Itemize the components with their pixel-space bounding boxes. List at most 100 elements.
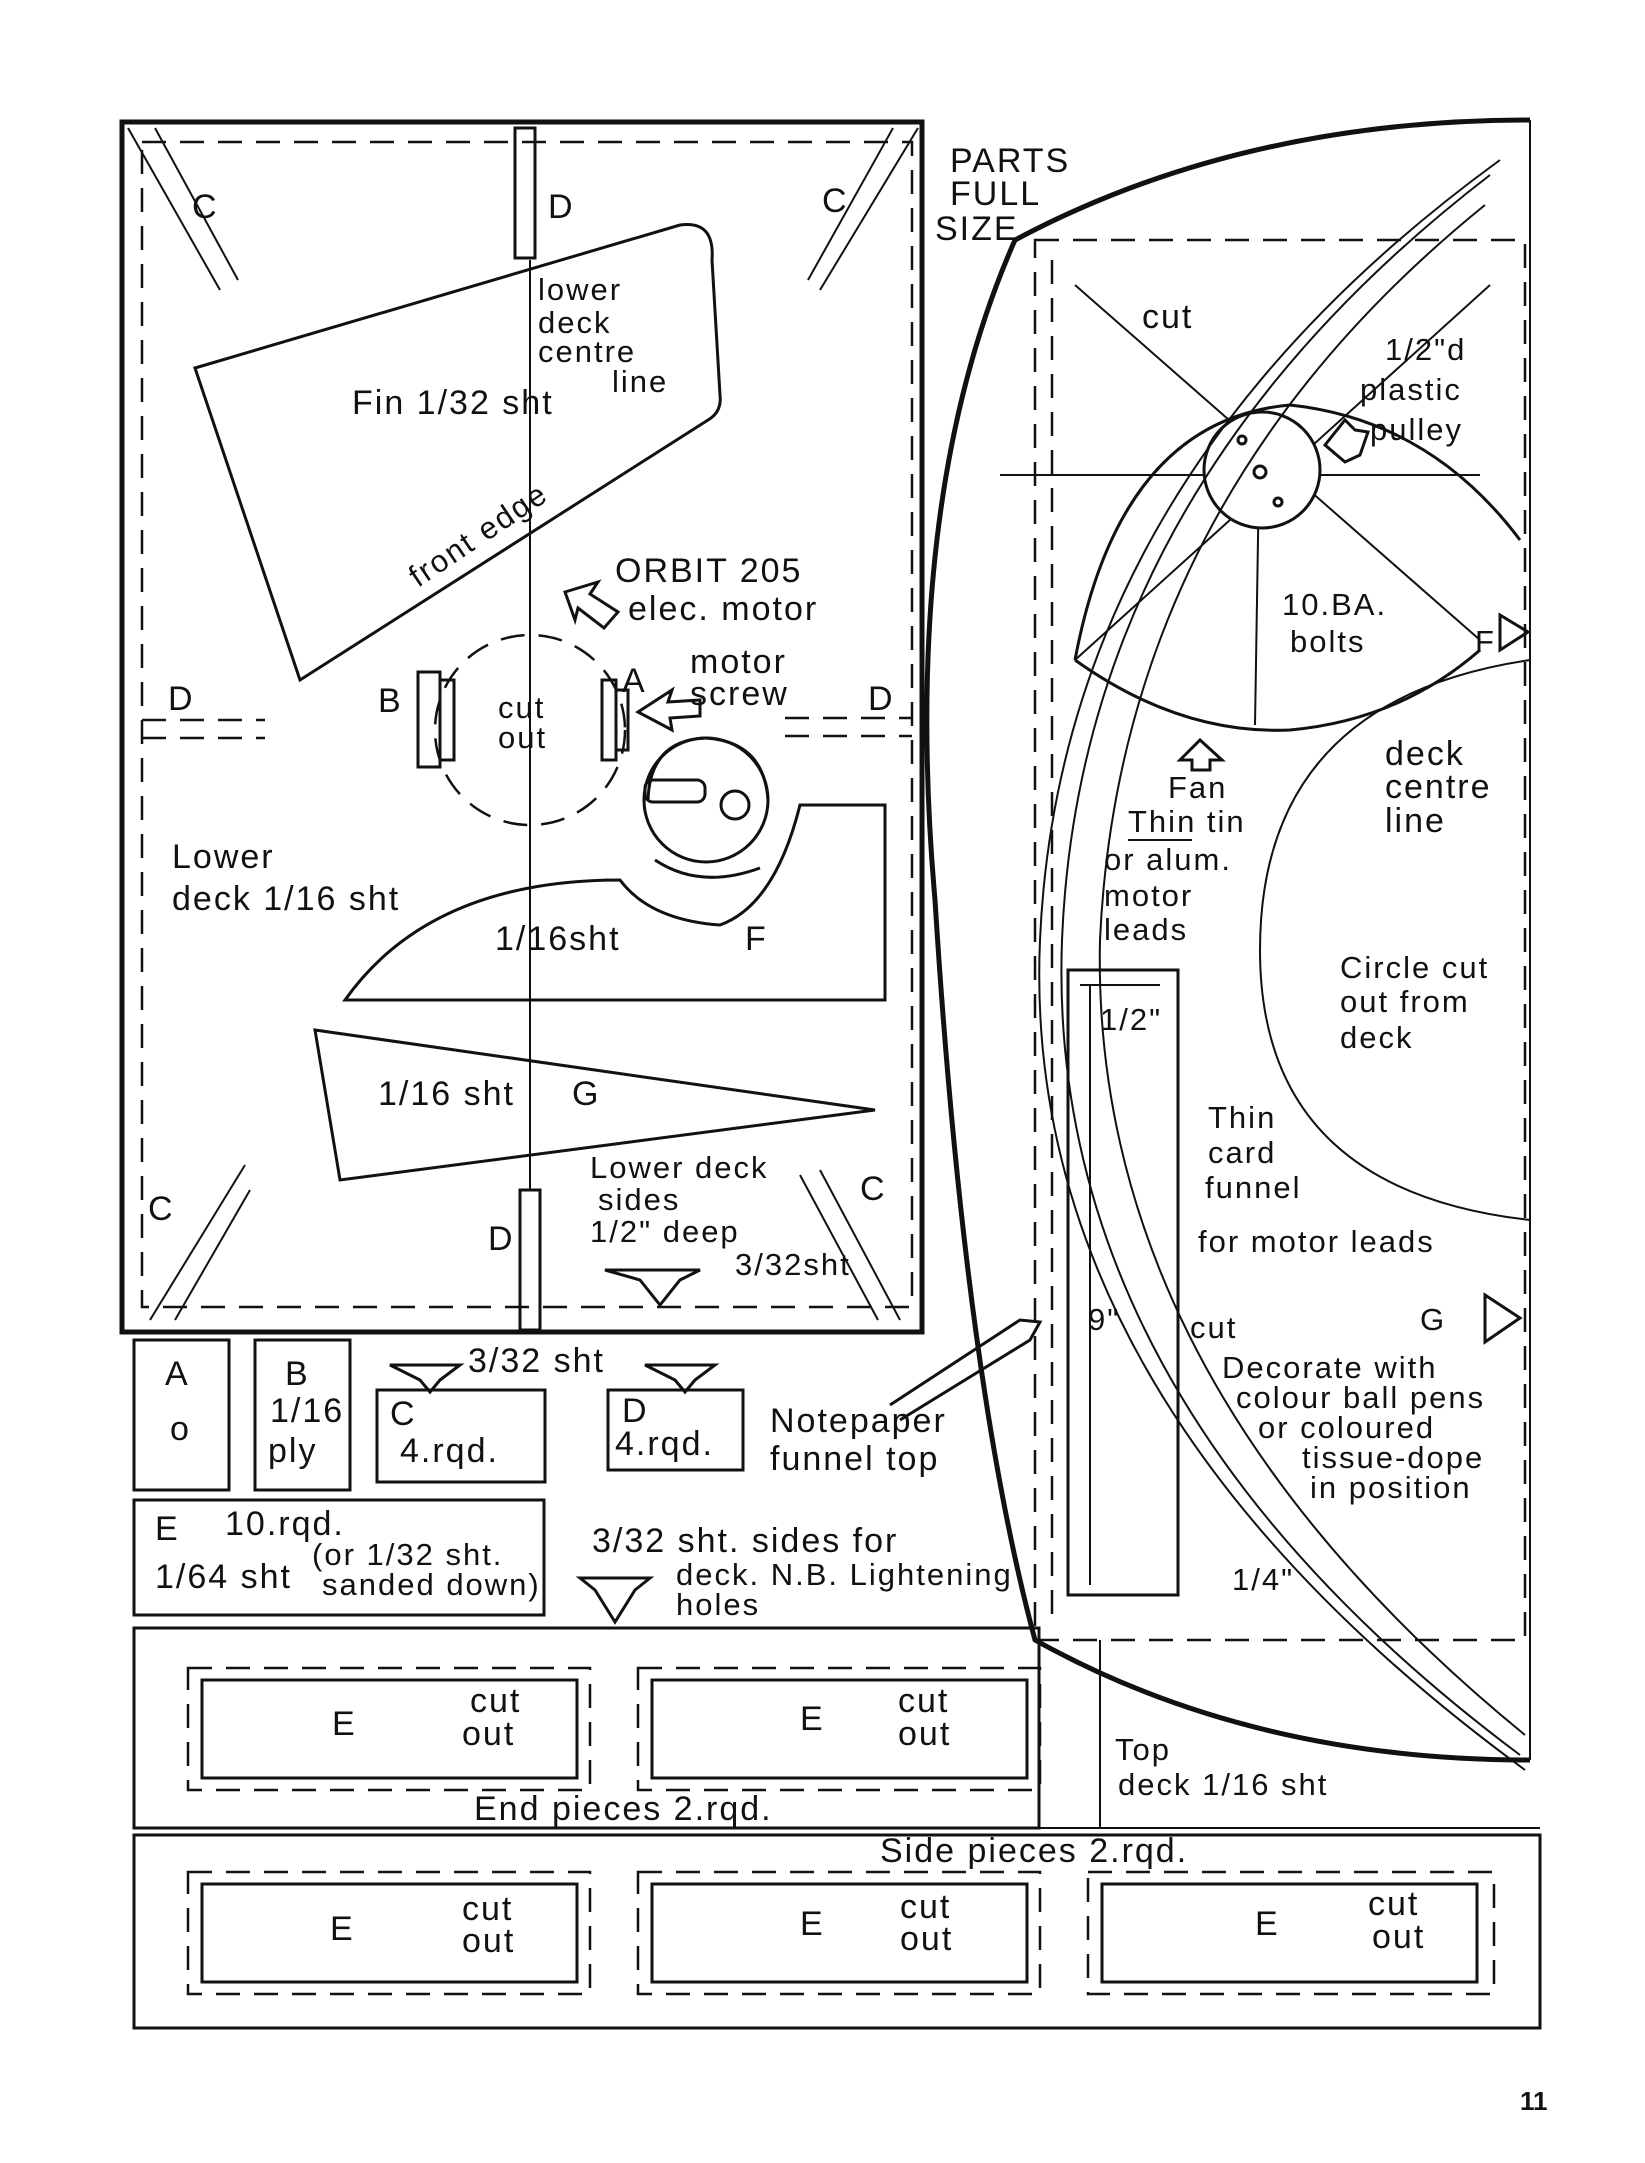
deck-centre-label: deck [1385, 735, 1465, 773]
sides-note: 1/2" deep [590, 1214, 740, 1249]
width-dimension: 1/2" [1100, 1002, 1162, 1037]
part-g [313, 1028, 876, 1182]
parts-full-size-label: SIZE [935, 210, 1019, 248]
down-arrow [575, 1576, 655, 1625]
part-d-qty: 4.rqd. [615, 1425, 714, 1463]
cut-label: cut [1190, 1310, 1237, 1345]
fin-part [193, 222, 722, 683]
fin-centre-line-label: line [612, 364, 668, 399]
pulley-arrow [1322, 417, 1371, 464]
end-piece-label: E [332, 1705, 357, 1743]
length-dimension: 9" [1088, 1302, 1120, 1337]
strip-d-label: D [168, 680, 195, 718]
part-c [375, 1388, 547, 1484]
side-pieces-panel: Side pieces 2.rqd. E cut out E cut out E… [132, 1832, 1542, 2030]
motor-b-label: B [378, 682, 403, 720]
decorate-note: Decorate with [1222, 1350, 1438, 1385]
circle-cut-label: out from [1340, 984, 1470, 1019]
card-funnel-label: Thin [1208, 1100, 1276, 1135]
sides-note: Lower deck [590, 1150, 769, 1185]
part-f [342, 803, 887, 1002]
fin-label: Fin 1/32 sht [352, 384, 554, 422]
fin-centre-line-label: deck [538, 305, 611, 340]
part-e-alt: sanded down) [322, 1567, 541, 1602]
lower-deck-label: deck 1/16 sht [172, 880, 400, 918]
brace-c-label: C [822, 182, 849, 220]
motor-a-label: A [622, 662, 647, 700]
fan-label: leads [1104, 912, 1188, 947]
strip-d-label: D [488, 1220, 515, 1258]
down-arrow [389, 1363, 465, 1395]
quarter-dimension: 1/4" [1232, 1562, 1294, 1597]
fan-label: motor [1104, 878, 1193, 913]
lower-deck-sheet: C C C C D D D D lower deck centre line F… [119, 119, 925, 1335]
small-parts-sheet-note: 3/32 sht [468, 1342, 605, 1380]
motor-pointer-arrow [563, 579, 621, 631]
motor-title: ORBIT 205 [615, 552, 802, 590]
fan-label: Thin tin [1128, 804, 1246, 839]
small-parts: A o B 1/16 ply 3/32 sht C 4.rqd. D 4.rqd… [132, 1318, 1043, 1625]
fan-up-arrow [1176, 737, 1226, 772]
bolts-label: 10.BA. [1282, 587, 1387, 622]
pulley-label: plastic [1360, 372, 1462, 407]
motor-screw-label: motor [690, 643, 787, 681]
side-piece-cut: cut [462, 1890, 513, 1928]
deck-centre-label: line [1385, 802, 1446, 840]
end-piece-label: E [800, 1700, 825, 1738]
side-piece-cut: out [462, 1922, 515, 1960]
fin-centre-line-label: lower [538, 272, 622, 307]
part-c-qty: 4.rqd. [400, 1432, 499, 1470]
part-e [132, 1498, 546, 1617]
parts-full-size-label: PARTS [950, 142, 1070, 180]
f-marker-arrow [1498, 612, 1531, 653]
lower-deck-label: Lower [172, 838, 275, 876]
brace-c-label: C [860, 1170, 887, 1208]
motor-outline [433, 633, 627, 827]
side-piece-cut: cut [1368, 1885, 1419, 1923]
side-piece-cut: cut [900, 1888, 951, 1926]
pulley-label: pulley [1370, 412, 1463, 447]
top-deck-label: Top [1115, 1732, 1171, 1767]
side-piece-label: E [330, 1910, 355, 1948]
fan-hub [1202, 410, 1322, 530]
part-f-sheet: 1/16sht [495, 920, 621, 958]
sides-note: sides [598, 1182, 680, 1217]
g-marker-arrow [1483, 1292, 1523, 1345]
decorate-note: tissue-dope [1302, 1440, 1484, 1475]
part-e-qty: 10.rqd. [225, 1505, 345, 1543]
end-piece-cut: cut [898, 1682, 949, 1720]
part-b [253, 1338, 352, 1492]
g-marker: G [1420, 1302, 1446, 1337]
motor-cut-out-label: out [498, 720, 547, 755]
part-c-label: C [390, 1395, 417, 1433]
motor-leads-label: for motor leads [1198, 1224, 1435, 1259]
brace-c-label: C [148, 1190, 175, 1228]
part-b-label: B [285, 1355, 310, 1393]
part-a-label: A [165, 1355, 190, 1393]
fin-centre-line-label: centre [538, 334, 636, 369]
decorate-note: colour ball pens [1236, 1380, 1485, 1415]
part-f-label: F [745, 920, 768, 958]
card-funnel-label: funnel [1205, 1170, 1301, 1205]
end-piece-cut: out [898, 1715, 951, 1753]
f-marker: F [1475, 624, 1496, 659]
bolts-label: bolts [1290, 624, 1365, 659]
side-piece-cut: out [900, 1920, 953, 1958]
notepaper-label: Notepaper [770, 1402, 947, 1440]
part-a-hole: o [170, 1410, 191, 1448]
part-e-label: E [155, 1510, 180, 1548]
part-d-label: D [622, 1392, 649, 1430]
motor-cut-out-label: cut [498, 690, 545, 725]
front-edge-label: front edge [402, 476, 554, 594]
page-number: 11 [1520, 2086, 1548, 2116]
end-piece-cut: out [462, 1715, 515, 1753]
funnel-strip [1066, 968, 1180, 1597]
end-piece-cut: cut [470, 1682, 521, 1720]
part-e-sheet: 1/64 sht [155, 1558, 292, 1596]
cut-label: cut [1142, 298, 1193, 336]
side-pieces-title: Side pieces 2.rqd. [880, 1832, 1188, 1870]
top-deck-label: deck 1/16 sht [1118, 1767, 1328, 1802]
down-arrow [604, 1268, 701, 1308]
strip-d-label: D [868, 680, 895, 718]
